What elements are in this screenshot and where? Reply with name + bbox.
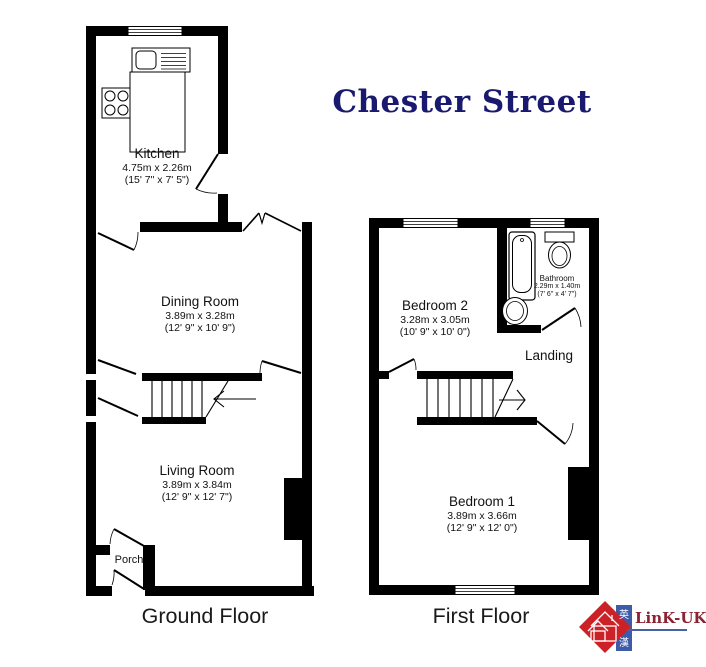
living-room-label: Living Room 3.89m x 3.84m (12' 9" x 12' … [159,463,234,504]
kitchen-label: Kitchen 4.75m x 2.26m (15' 7" x 7' 5") [122,146,191,187]
ground-floor-plan [86,26,314,596]
toilet [544,231,575,269]
room-name: Dining Room [160,294,240,309]
bathroom-label: Bathroom 2.29m x 1.40m (7' 6" x 4' 7") [534,274,580,299]
logo-diamond [579,601,631,653]
room-size-imperial: (12' 9" x 12' 0") [446,522,518,535]
linkuk-logo: 英 漢 LinK-UK [578,596,706,662]
room-name: Landing [524,348,574,363]
ground-floor-caption: Ground Floor [141,604,269,628]
dining-room-label: Dining Room 3.89m x 3.28m (12' 9" x 10' … [161,294,239,335]
bathtub [508,231,536,301]
first-floor-doors [388,307,582,445]
logo-cjk-top: 英 [619,610,629,621]
room-size-imperial: (7' 6" x 4' 7") [537,291,577,299]
logo-house-icon [587,611,620,642]
kitchen-hob [101,87,131,119]
room-size-metric: 3.89m x 3.66m [447,509,517,522]
ground-floor-stairs [151,380,256,418]
logo-cjk-bottom: 漢 [619,638,629,649]
room-name: Bedroom 2 [401,298,469,313]
first-floor-windows [402,218,566,595]
room-name: Bedroom 1 [448,494,516,509]
bedroom2-label: Bedroom 2 3.28m x 3.05m (10' 9" x 10' 0"… [400,298,470,339]
page-title: Chester Street [332,84,592,120]
first-floor-walls [369,218,599,595]
room-size-imperial: (10' 9" x 10' 0") [399,326,471,339]
logo-underline [627,629,687,631]
porch-label: Porch [115,554,144,567]
ground-floor-walls [86,26,314,596]
room-size-imperial: (15' 7" x 7' 5") [124,174,190,187]
room-name: Living Room [159,463,235,478]
room-size-metric: 3.28m x 3.05m [400,313,470,326]
kitchen-window [127,26,183,36]
room-name: Bathroom [539,274,575,283]
wash-basin [502,297,528,325]
bedroom1-label: Bedroom 1 3.89m x 3.66m (12' 9" x 12' 0"… [447,494,517,535]
kitchen-counter [129,71,186,153]
first-floor-caption: First Floor [432,604,530,628]
room-name: Porch [114,554,144,566]
room-size-imperial: (12' 9" x 10' 9") [164,322,236,335]
room-size-metric: 4.75m x 2.26m [122,161,192,174]
first-floor-stairs [426,378,526,418]
ground-floor-doors [97,153,302,590]
kitchen-sink [131,47,191,73]
room-name: Kitchen [134,146,180,161]
room-size-metric: 2.29m x 1.40m [533,283,581,291]
room-size-imperial: (12' 9" x 12' 7") [161,491,233,504]
logo-wordmark: LinK-UK [635,609,706,627]
first-floor-plan [369,218,599,595]
room-size-metric: 3.89m x 3.84m [162,478,232,491]
landing-label: Landing [525,348,573,364]
room-size-metric: 3.89m x 3.28m [165,309,235,322]
